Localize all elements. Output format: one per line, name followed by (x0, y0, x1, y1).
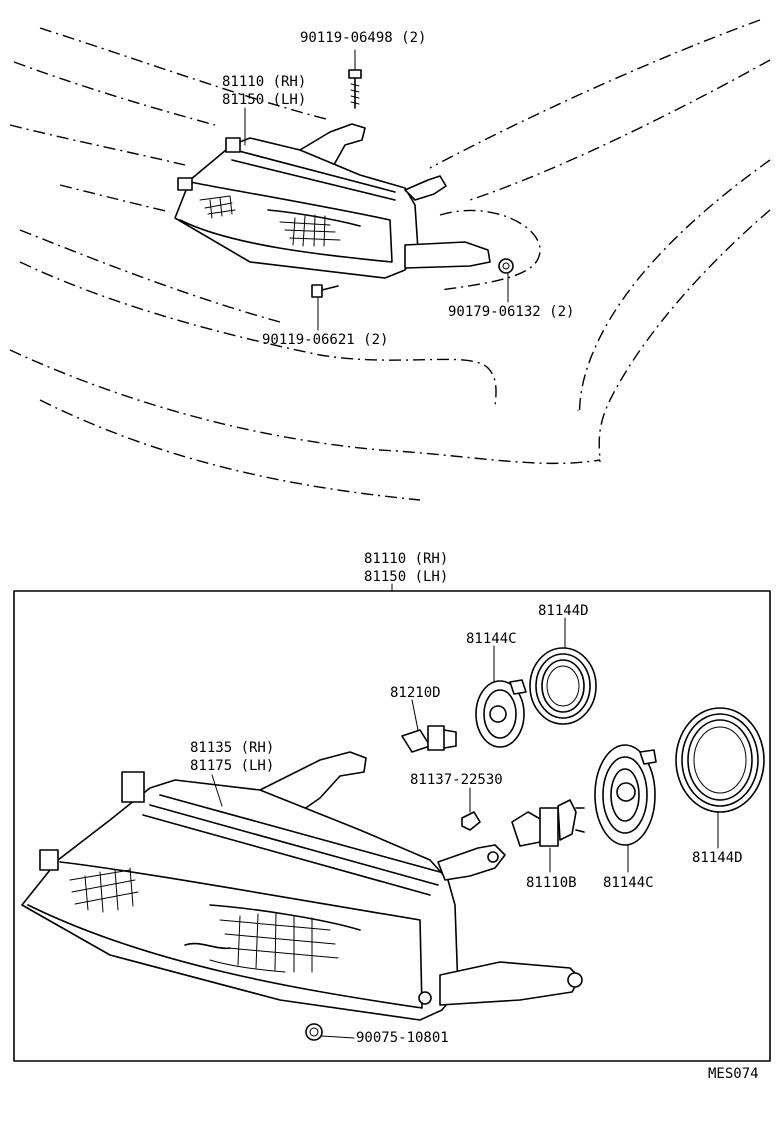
main-bulb (511, 799, 585, 873)
label-bot-assy-rh: 81110 (RH) (364, 551, 448, 567)
label-top-bolt: 90119-06498 (2) (300, 30, 426, 46)
small-bulb (401, 699, 457, 753)
large-socket (594, 744, 657, 873)
label-bottom-nut: 90075-10801 (356, 1030, 449, 1046)
label-housing-rh: 81135 (RH) (190, 740, 274, 756)
label-clip: 81137-22530 (410, 772, 503, 788)
label-top-assy-rh: 81110 (RH) (222, 74, 306, 90)
label-socket-small: 81144C (466, 631, 517, 647)
label-cover-small: 81144D (538, 603, 589, 619)
label-top-assy-lh: 81150 (LH) (222, 92, 306, 108)
vehicle-body-phantom (9, 19, 771, 501)
bottom-nut (305, 1023, 355, 1041)
exploded-view-frame (13, 590, 771, 1062)
clip (461, 787, 481, 831)
label-cover-large: 81144D (692, 850, 743, 866)
top-headlamp-assembly (174, 49, 514, 331)
label-bulb-small: 81210D (390, 685, 441, 701)
diagram-code: MES074 (708, 1066, 759, 1082)
small-socket (475, 645, 527, 748)
label-top-screw: 90119-06621 (2) (262, 332, 388, 348)
headlamp-housing (21, 751, 583, 1021)
label-housing-lh: 81175 (LH) (190, 758, 274, 774)
label-top-nut: 90179-06132 (2) (448, 304, 574, 320)
label-bot-assy-lh: 81150 (LH) (364, 569, 448, 585)
large-cover (675, 707, 765, 849)
small-cover (529, 617, 597, 725)
label-bulb-main: 81110B (526, 875, 577, 891)
label-socket-large: 81144C (603, 875, 654, 891)
